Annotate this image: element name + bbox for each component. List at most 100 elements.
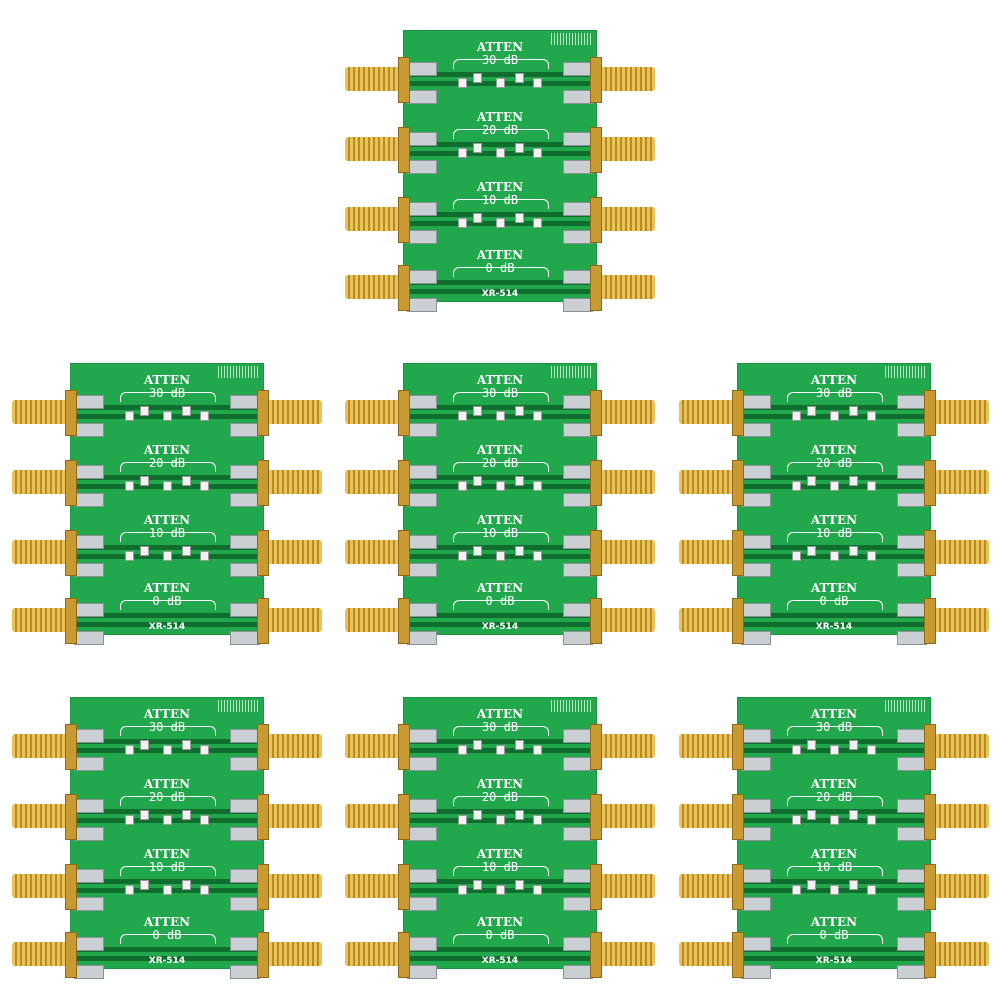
smd-resistor [830,745,839,755]
smd-resistor [867,411,876,421]
smd-resistor [125,745,134,755]
smd-resistor [125,551,134,561]
atten-label: ATTEN [476,513,524,527]
attenuator-board: ATTEN 30 dB ATTEN 20 dB ATTEN [345,30,655,312]
sma-connector-left [12,540,70,564]
smd-resistor [182,546,191,556]
solder-pad [897,423,927,437]
smd-resistor [830,481,839,491]
smd-resistor [515,810,524,820]
sma-connector-right [264,400,322,424]
connector-flange [924,864,936,910]
connector-flange [924,390,936,436]
model-label: XR-514 [148,956,186,966]
attenuation-value: 0 dB [485,594,515,608]
smd-resistor [533,218,542,228]
smd-resistor [830,411,839,421]
solder-pad [741,799,771,813]
smd-resistor [515,880,524,890]
atten-label: ATTEN [476,248,524,262]
connector-flange [924,724,936,770]
connector-flange [398,598,410,644]
model-label: XR-514 [481,622,519,632]
attenuation-value: 20 dB [148,456,186,470]
connector-flange [398,530,410,576]
attenuation-value: 20 dB [148,790,186,804]
solder-pad [230,465,260,479]
smd-resistor [163,885,172,895]
smd-resistor [807,406,816,416]
solder-pad [741,423,771,437]
smd-resistor [458,78,467,88]
attenuation-value: 20 dB [481,123,519,137]
attenuation-value: 20 dB [481,790,519,804]
solder-pad [230,423,260,437]
smd-resistor [792,411,801,421]
connector-flange [398,864,410,910]
attenuation-value: 30 dB [481,720,519,734]
smd-resistor [533,148,542,158]
sma-connector-right [931,470,989,494]
atten-label: ATTEN [476,915,524,929]
solder-pad [563,298,593,312]
connector-flange [732,390,744,436]
smd-resistor [200,481,209,491]
connector-flange [924,794,936,840]
attenuator-channel: ATTEN 30 dB [345,707,655,777]
solder-pad [741,493,771,507]
atten-label: ATTEN [476,777,524,791]
rf-trace [737,947,931,961]
smd-resistor [140,476,149,486]
smd-resistor [515,73,524,83]
solder-pad [563,493,593,507]
attenuator-channel: ATTEN 30 dB [345,373,655,443]
attenuation-value: 30 dB [148,386,186,400]
bracket-marking [453,267,549,277]
attenuation-value: 0 dB [152,594,182,608]
connector-flange [257,932,269,978]
solder-pad [563,535,593,549]
sma-connector-right [597,804,655,828]
solder-pad [74,897,104,911]
attenuator-channel: ATTEN 0 dB [345,248,655,318]
solder-pad [230,757,260,771]
connector-flange [590,197,602,243]
smd-resistor [182,880,191,890]
attenuator-channel: ATTEN 0 dB [12,581,322,651]
smd-resistor [140,880,149,890]
smd-resistor [496,78,505,88]
attenuation-value: 20 dB [815,456,853,470]
attenuator-channel: ATTEN 20 dB [345,110,655,180]
attenuator-board: ATTEN 30 dB ATTEN 20 dB ATTEN [679,363,989,645]
solder-pad [897,631,927,645]
connector-flange [924,530,936,576]
smd-resistor [473,810,482,820]
bracket-marking [453,934,549,944]
solder-pad [407,62,437,76]
bracket-marking [120,392,216,402]
solder-pad [74,423,104,437]
smd-resistor [163,815,172,825]
solder-pad [563,62,593,76]
smd-resistor [182,810,191,820]
solder-pad [897,729,927,743]
attenuation-value: 10 dB [481,193,519,207]
solder-pad [563,395,593,409]
atten-label: ATTEN [810,443,858,457]
connector-flange [257,864,269,910]
attenuator-channel: ATTEN 30 dB [679,707,989,777]
smd-resistor [140,810,149,820]
sma-connector-left [345,734,403,758]
attenuation-value: 30 dB [148,720,186,734]
smd-resistor [807,546,816,556]
atten-label: ATTEN [476,373,524,387]
smd-resistor [473,476,482,486]
connector-flange [257,530,269,576]
smd-resistor [496,218,505,228]
smd-resistor [163,411,172,421]
smd-resistor [182,406,191,416]
solder-pad [407,563,437,577]
attenuation-value: 0 dB [819,928,849,942]
smd-resistor [792,815,801,825]
attenuation-value: 0 dB [819,594,849,608]
